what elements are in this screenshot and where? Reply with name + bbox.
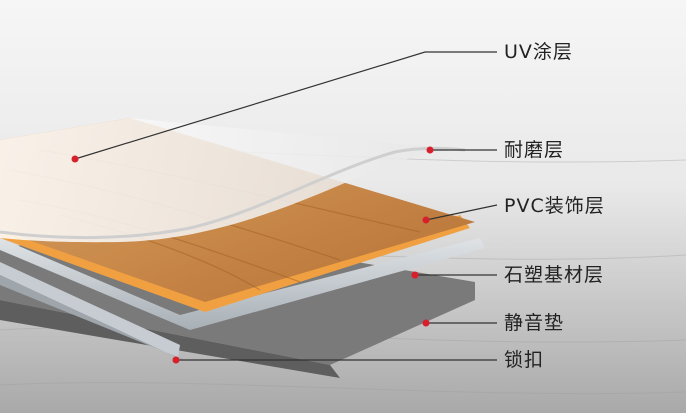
marker-wear — [427, 147, 434, 154]
label-sound-pad: 静音垫 — [504, 312, 564, 334]
label-wear-layer: 耐磨层 — [504, 139, 564, 161]
marker-pad — [423, 320, 430, 327]
marker-uv — [72, 156, 79, 163]
label-click-lock: 锁扣 — [504, 349, 544, 371]
marker-lock — [173, 357, 180, 364]
marker-core — [412, 272, 419, 279]
marker-pvc — [423, 217, 430, 224]
label-uv-coating: UV涂层 — [504, 41, 573, 63]
label-pvc-decor-layer: PVC装饰层 — [504, 195, 605, 217]
label-stone-plastic-core: 石塑基材层 — [504, 264, 604, 286]
